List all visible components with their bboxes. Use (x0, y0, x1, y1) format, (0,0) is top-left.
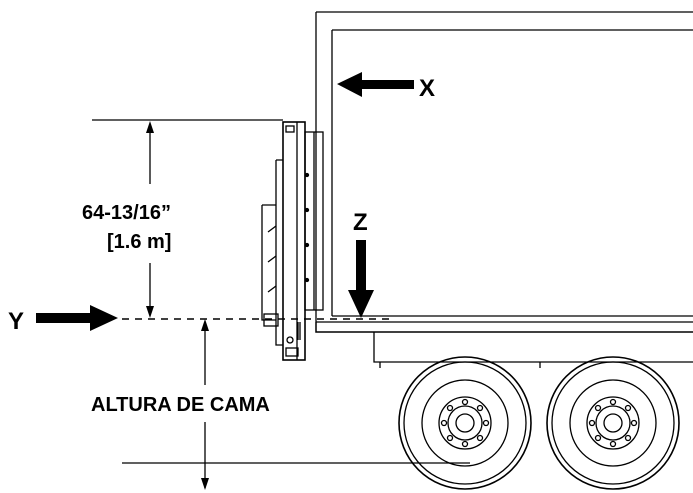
label-height-metric: [1.6 m] (107, 231, 171, 253)
arrow-y (36, 305, 118, 331)
rear-wheel (398, 356, 532, 490)
truck-chassis (373, 332, 693, 368)
label-x: X (419, 75, 435, 102)
label-height-imperial: 64-13/16” (82, 202, 171, 224)
label-z: Z (353, 209, 368, 236)
arrow-z (348, 240, 374, 318)
bed-height-dimension (122, 319, 470, 490)
front-wheel (546, 356, 680, 490)
height-dimension (92, 119, 283, 318)
label-y: Y (8, 308, 24, 335)
liftgate (261, 121, 324, 361)
arrow-x (337, 72, 414, 97)
label-bed-height: ALTURA DE CAMA (91, 394, 270, 416)
truck-body (315, 11, 693, 333)
